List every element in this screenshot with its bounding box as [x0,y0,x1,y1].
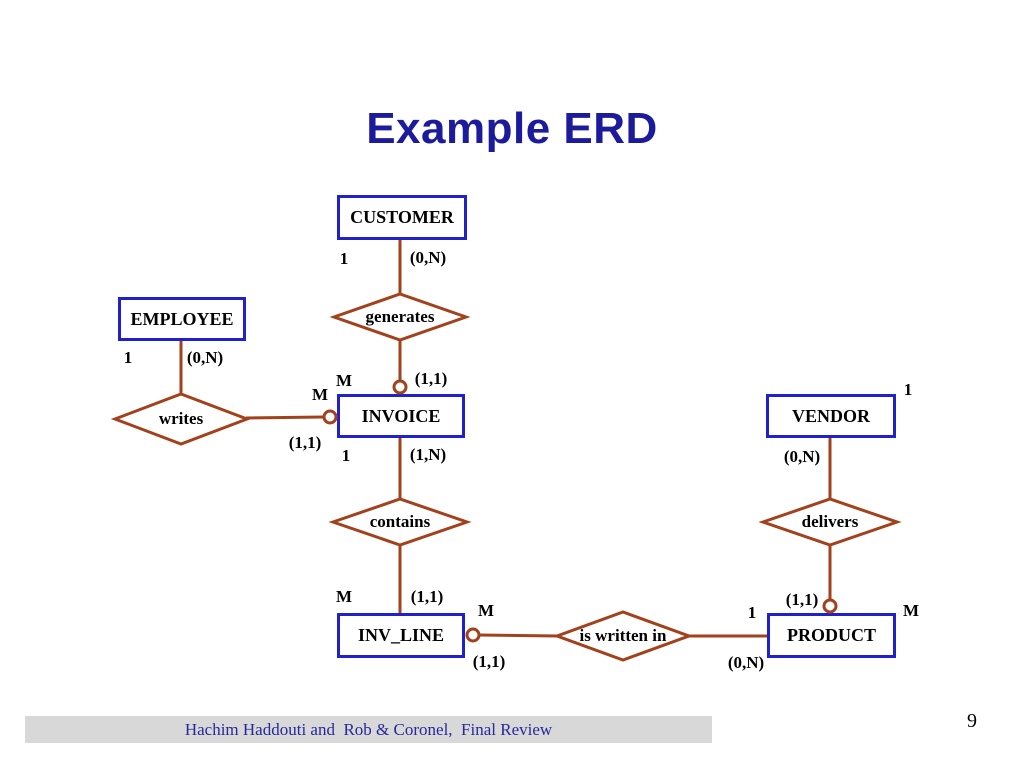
cardinality-generates-invoice-m: M [335,371,353,390]
cardinality-inv-line-written-11: (1,1) [472,652,506,671]
footer-text: Hachim Haddouti and Rob & Coronel, Final… [184,719,553,739]
relationship-label-contains: contains [369,512,431,531]
entity-inv-line: INV_LINE [337,613,465,658]
cardinality-inv-line-written-m: M [477,601,495,620]
cardinality-writes-invoice-11: (1,1) [288,433,322,452]
slide-title: Example ERD [366,104,658,153]
cardinality-product-written-1: 1 [747,603,757,622]
cardinality-employee-side-1: 1 [123,348,133,367]
cardinality-product-written-0n: (0,N) [727,653,765,672]
cardinality-writes-invoice-m: M [311,385,329,404]
cardinality-invoice-contains-1n: (1,N) [409,445,447,464]
entity-vendor: VENDOR [766,394,896,438]
cardinality-delivers-product-11: (1,1) [785,590,819,609]
footer-bar: Hachim Haddouti and Rob & Coronel, Final… [25,716,712,743]
cardinality-generates-invoice-11: (1,1) [414,369,448,388]
relationship-label-delivers: delivers [801,512,859,531]
cardinality-employee-side-0n: (0,N) [186,348,224,367]
relationship-label-writes: writes [158,409,204,428]
cardinality-contains-inv-line-11: (1,1) [410,587,444,606]
cardinality-invoice-contains-1: 1 [341,446,351,465]
entity-invoice: INVOICE [337,394,465,438]
relationship-label-is-written-in: is written in [579,626,667,645]
cardinality-product-side-m: M [902,601,920,620]
cardinality-customer-side-1: 1 [339,249,349,268]
cardinality-vendor-delivers-0n: (0,N) [783,447,821,466]
entity-employee: EMPLOYEE [118,297,246,341]
page-number: 9 [967,710,977,732]
cardinality-vendor-side-1: 1 [903,380,913,399]
entity-product: PRODUCT [767,613,896,658]
entity-customer: CUSTOMER [337,195,467,240]
relationship-label-generates: generates [365,307,435,326]
cardinality-contains-inv-line-m: M [335,587,353,606]
cardinality-customer-side-0n: (0,N) [409,248,447,267]
